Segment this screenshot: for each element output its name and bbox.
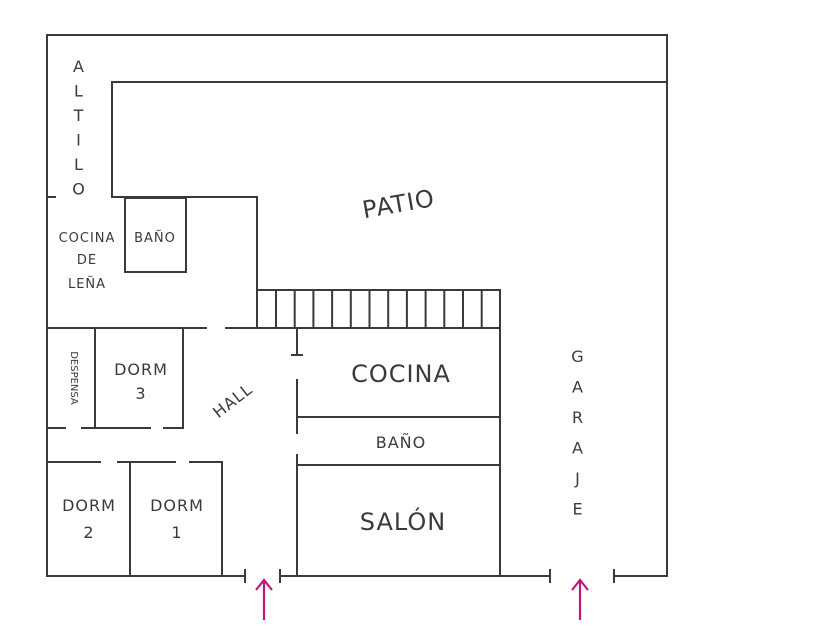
dorm1-label-2: 1 <box>171 523 182 542</box>
garage-entrance-arrow-icon <box>571 578 589 620</box>
dorm3-label-1: DORM <box>114 360 168 379</box>
cocina-lena-label-1: COCINA <box>59 231 116 246</box>
hall-label: HALL <box>209 379 256 422</box>
dorm2-label-2: 2 <box>83 523 94 542</box>
main-entrance-arrow-icon <box>255 578 273 620</box>
dorm1-label-1: DORM <box>150 496 204 515</box>
dorm3-label-2: 3 <box>135 384 146 403</box>
bano-label: BAÑO <box>376 433 426 452</box>
bano-top-label: BAÑO <box>134 230 176 246</box>
walls <box>46 34 668 583</box>
cocina-lena-label-3: LEÑA <box>68 276 106 292</box>
patio-label: PATIO <box>360 184 437 224</box>
entrance-arrows <box>255 578 589 620</box>
cocina-lena-label-2: DE <box>77 253 97 268</box>
despensa-label: DESPENSA <box>68 351 79 405</box>
cocina-label: COCINA <box>351 360 451 388</box>
bano-top-walls <box>124 197 187 273</box>
dorm2-label-1: DORM <box>62 496 116 515</box>
salon-label: SALÓN <box>360 506 446 536</box>
